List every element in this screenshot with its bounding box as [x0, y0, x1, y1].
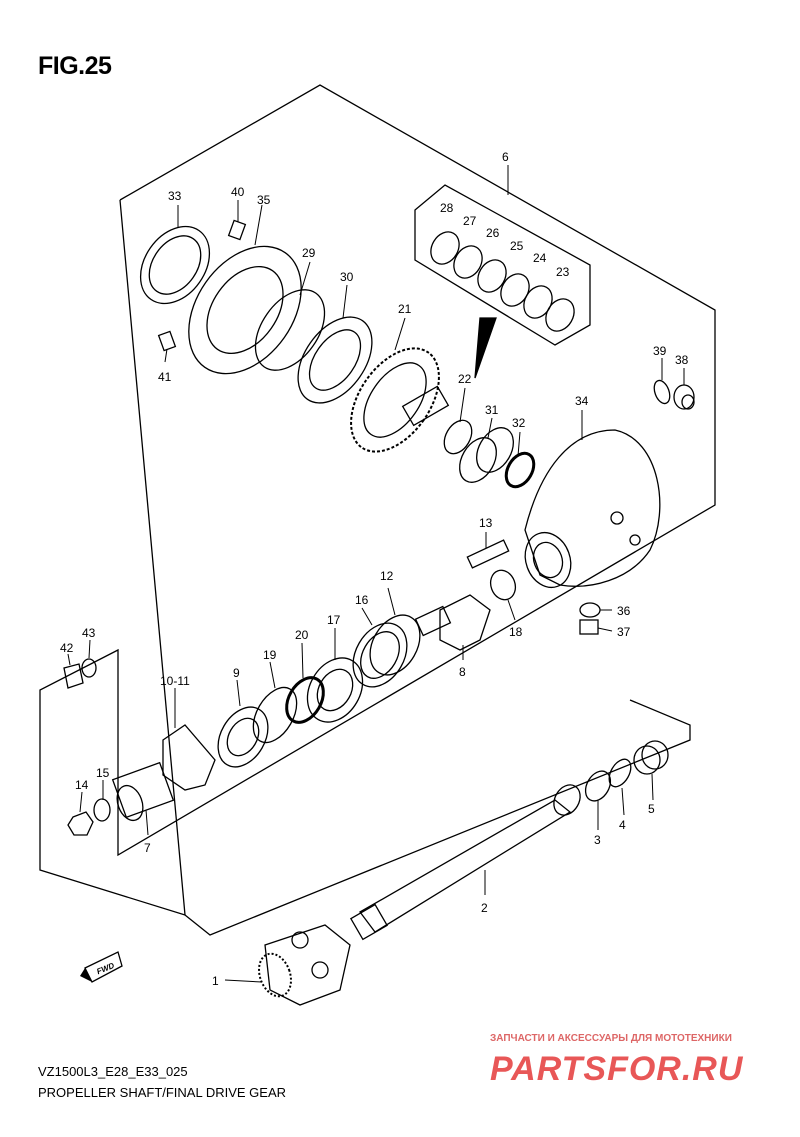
leader-lines — [67, 165, 685, 983]
pointer-arrow — [474, 317, 497, 379]
callout-23: 23 — [556, 265, 570, 279]
callout-35: 35 — [257, 193, 271, 207]
callout-34: 34 — [575, 394, 589, 408]
part-38-plug — [673, 384, 695, 410]
callout-9: 9 — [233, 666, 240, 680]
callout-3: 3 — [594, 833, 601, 847]
part-35-cover — [188, 245, 302, 375]
part-22-shim — [443, 419, 473, 455]
callout-22: 22 — [458, 372, 472, 386]
part-37-bolt — [579, 619, 599, 635]
callout-labels: 33 40 35 29 30 21 22 31 32 6 28 27 26 25… — [60, 150, 689, 988]
part-7-bushing — [111, 761, 175, 822]
callout-25: 25 — [510, 239, 524, 253]
part-8-pinion-gear — [414, 594, 491, 651]
callout-10-11: 10-11 — [160, 674, 190, 688]
shim-rings — [430, 231, 575, 332]
part-3-ring — [584, 770, 612, 802]
part-31-needle-bearing — [459, 427, 514, 483]
callout-4: 4 — [619, 818, 626, 832]
model-code: VZ1500L3_E28_E33_025 — [38, 1064, 188, 1079]
part-34-gear-case — [524, 429, 661, 589]
figure-title: FIG.25 — [38, 52, 112, 80]
callout-32: 32 — [512, 416, 526, 430]
part-2-propeller-shaft — [349, 784, 581, 941]
callout-21: 21 — [398, 302, 412, 316]
callout-12: 12 — [380, 569, 394, 583]
part-4-circlip — [608, 758, 632, 788]
part-36-nut — [579, 602, 601, 618]
part-42-plug — [63, 663, 84, 689]
fwd-direction-marker: FWD — [80, 951, 123, 983]
callout-16: 16 — [355, 593, 369, 607]
callout-38: 38 — [675, 353, 689, 367]
part-32-seal — [504, 451, 536, 489]
callout-15: 15 — [96, 766, 110, 780]
part-41-bolt — [157, 330, 177, 352]
callout-26: 26 — [486, 226, 500, 240]
callout-41: 41 — [158, 370, 172, 384]
callout-28: 28 — [440, 201, 454, 215]
callout-20: 20 — [295, 628, 309, 642]
part-30-bearing — [297, 316, 373, 404]
part-15-washer — [93, 798, 111, 822]
callout-1: 1 — [212, 974, 219, 988]
watermark-tagline: ЗАПЧАСТИ И АКСЕССУАРЫ ДЛЯ МОТОТЕХНИКИ — [490, 1033, 732, 1044]
callout-36: 36 — [617, 604, 631, 618]
shim-group-outline — [414, 184, 591, 346]
part-9-bearing-retainer — [217, 706, 269, 768]
callout-19: 19 — [263, 648, 277, 662]
part-19-o-ring — [252, 686, 298, 744]
callout-29: 29 — [302, 246, 316, 260]
callout-5: 5 — [648, 802, 655, 816]
callout-18: 18 — [509, 625, 523, 639]
part-5-spring — [633, 740, 669, 775]
assembly-outline — [39, 84, 716, 916]
part-12-spacer — [369, 614, 421, 676]
callout-40: 40 — [231, 185, 245, 199]
watermark-logo: PARTSFOR.RU — [490, 1050, 744, 1088]
callout-39: 39 — [653, 344, 667, 358]
callout-42: 42 — [60, 641, 74, 655]
callout-7: 7 — [144, 841, 151, 855]
callout-24: 24 — [533, 251, 547, 265]
callout-2: 2 — [481, 901, 488, 915]
callout-27: 27 — [463, 214, 477, 228]
figure-caption: PROPELLER SHAFT/FINAL DRIVE GEAR — [38, 1085, 287, 1100]
part-14-nut — [67, 811, 94, 836]
callout-31: 31 — [485, 403, 499, 417]
part-13-stud — [466, 539, 510, 569]
shaft-outline — [184, 699, 691, 936]
part-40-bolt — [227, 219, 247, 241]
callout-30: 30 — [340, 270, 354, 284]
callout-43: 43 — [82, 626, 96, 640]
callout-37: 37 — [617, 625, 631, 639]
part-43-gasket — [81, 658, 97, 678]
callout-33: 33 — [168, 189, 182, 203]
callout-6: 6 — [502, 150, 509, 164]
callout-14: 14 — [75, 778, 89, 792]
callout-13: 13 — [479, 516, 493, 530]
part-1-universal-joint — [258, 924, 351, 1006]
part-10-11-gasket — [162, 724, 216, 791]
part-33-oil-seal — [139, 225, 211, 305]
part-29-shim — [254, 289, 326, 371]
part-39-o-ring — [653, 379, 671, 405]
callout-8: 8 — [459, 665, 466, 679]
part-21-ring-gear — [350, 347, 450, 453]
callout-17: 17 — [327, 613, 341, 627]
part-16-bearing — [352, 622, 408, 688]
part-18-bearing — [489, 569, 517, 601]
